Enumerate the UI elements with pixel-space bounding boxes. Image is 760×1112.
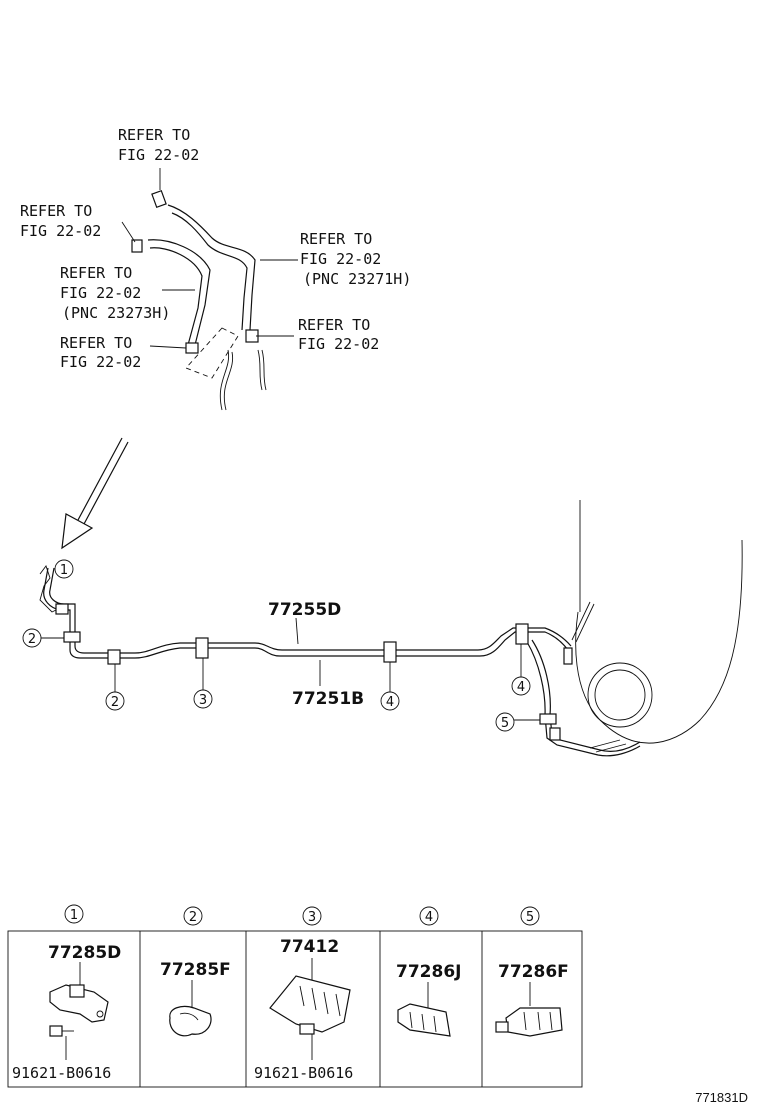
hose-assembly xyxy=(131,189,267,411)
marker-2a: 2 xyxy=(28,632,36,647)
callout-ref5-line1: REFER TO xyxy=(60,334,132,352)
legend-part-4: 77286J xyxy=(396,962,461,982)
marker-1: 1 xyxy=(60,563,68,578)
clip-77286J-icon xyxy=(397,1003,451,1037)
marker-3: 3 xyxy=(199,693,207,708)
callout-ref4-line1: REFER TO xyxy=(60,264,132,282)
legend-part-1: 77285D xyxy=(48,943,121,963)
legend-number-3: 3 xyxy=(308,910,316,925)
callout-ref3-line1: REFER TO xyxy=(300,230,372,248)
legend-part-2: 77285F xyxy=(160,960,231,980)
marker-2b: 2 xyxy=(111,695,119,710)
clip-77412-icon xyxy=(269,975,351,1033)
callout-ref3-line2: FIG 22-02 xyxy=(300,250,381,268)
legend-number-4: 4 xyxy=(425,910,433,925)
marker-5: 5 xyxy=(501,716,509,731)
legend-number-2: 2 xyxy=(189,910,197,925)
callout-ref2-line1: REFER TO xyxy=(20,202,92,220)
body-contour xyxy=(575,500,743,753)
figure-code: 771831D xyxy=(695,1090,748,1105)
legend-part-5: 77286F xyxy=(498,962,569,982)
clip-77286F-icon xyxy=(495,1007,563,1037)
parts-legend-table: 1 2 3 4 5 77285D 91621-B0616 77285F xyxy=(7,904,583,1088)
callout-ref4-line2: FIG 22-02 xyxy=(60,284,141,302)
legend-number-1: 1 xyxy=(70,908,78,923)
part-number-77255D: 77255D xyxy=(268,600,341,620)
part-number-77251B: 77251B xyxy=(292,689,364,709)
marker-4a: 4 xyxy=(386,695,394,710)
legend-part-3: 77412 xyxy=(280,937,339,957)
legend-number-5: 5 xyxy=(526,910,534,925)
bolt-icon xyxy=(49,1025,74,1037)
callout-ref6-line1: REFER TO xyxy=(298,316,370,334)
callout-ref1-line2: FIG 22-02 xyxy=(118,146,199,164)
legend-bolt-1: 91621-B0616 xyxy=(12,1064,111,1082)
clamp-markers: 1 2 2 3 4 4 5 xyxy=(22,559,540,732)
clip-77285D-icon xyxy=(49,984,109,1023)
view-arrow-icon xyxy=(61,437,129,550)
bolt-icon xyxy=(299,1023,315,1035)
leader-lines xyxy=(121,168,298,349)
callout-ref4-line3: (PNC 23273H) xyxy=(62,304,170,322)
callout-ref2-line2: FIG 22-02 xyxy=(20,222,101,240)
callout-ref5-line2: FIG 22-02 xyxy=(60,353,141,371)
legend-bolt-3: 91621-B0616 xyxy=(254,1064,353,1082)
callout-ref3-line3: (PNC 23271H) xyxy=(303,270,411,288)
callout-ref1-line1: REFER TO xyxy=(118,126,190,144)
callout-ref6-line2: FIG 22-02 xyxy=(298,335,379,353)
clip-77285F-icon xyxy=(169,1005,212,1037)
brake-tube-line xyxy=(39,565,641,757)
marker-4b: 4 xyxy=(517,680,525,695)
clamp-2-left xyxy=(63,631,81,643)
